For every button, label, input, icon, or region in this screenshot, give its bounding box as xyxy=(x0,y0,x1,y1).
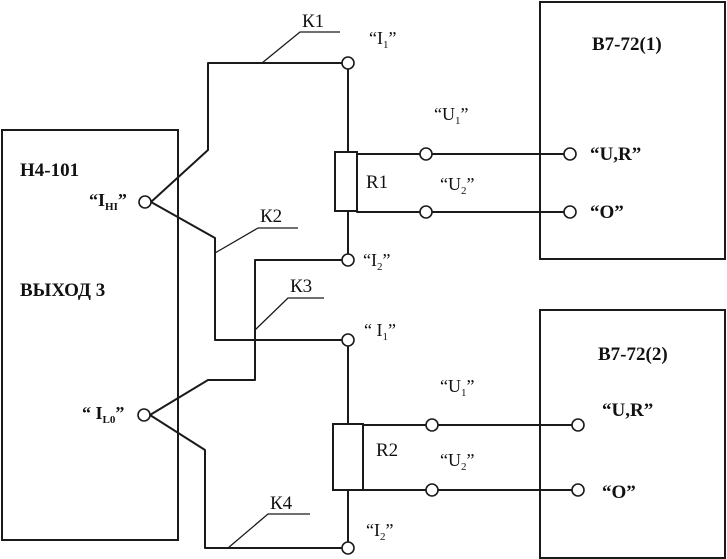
cable-k3-label: К3 xyxy=(290,276,312,297)
bottom-u1-label: “U1” xyxy=(440,376,475,399)
terminal-meter2-ur xyxy=(571,418,585,432)
terminal-top-i2 xyxy=(341,253,355,267)
leader-k3 xyxy=(254,297,324,331)
source-lo-label: “ IL0” xyxy=(82,403,124,426)
terminal-top-u1 xyxy=(419,147,433,161)
top-u2-label: “U2” xyxy=(440,174,475,197)
bottom-u2-label: “U2” xyxy=(440,450,475,473)
meter1-box xyxy=(539,1,726,260)
leader-k2 xyxy=(214,227,298,254)
terminal-source-lo xyxy=(137,408,151,422)
terminal-meter2-o xyxy=(571,483,585,497)
terminal-meter1-o xyxy=(563,205,577,219)
wire-hi-to-bottom-i1 xyxy=(150,201,345,341)
terminal-bottom-i1 xyxy=(341,333,355,347)
meter2-o-label: “O” xyxy=(602,482,636,503)
resistor-r2-label: R2 xyxy=(376,440,398,461)
top-u1-label: “U1” xyxy=(434,104,469,127)
bottom-i1-label: “ I1” xyxy=(364,320,396,343)
source-hi-label: “IHI” xyxy=(89,190,127,213)
terminal-meter1-ur xyxy=(563,147,577,161)
meter2-title: В7-72(2) xyxy=(598,344,668,365)
cable-k2-label: К2 xyxy=(260,206,282,227)
wire-lo-to-top-i2 xyxy=(149,259,345,416)
meter2-box xyxy=(539,309,726,559)
terminal-top-u2 xyxy=(419,205,433,219)
cable-k1-label: К1 xyxy=(302,11,324,32)
resistor-r1 xyxy=(334,151,358,212)
bottom-i2-label: “I2” xyxy=(366,520,394,543)
meter1-ur-label: “U,R” xyxy=(590,144,641,165)
wire-lo-to-bottom-i2 xyxy=(149,414,345,549)
meter2-ur-label: “U,R” xyxy=(602,400,653,421)
terminal-bottom-i2 xyxy=(341,541,355,555)
wire-hi-to-top-i1 xyxy=(150,62,345,203)
source-model-label: Н4-101 xyxy=(20,160,79,181)
resistor-r1-label: R1 xyxy=(366,172,388,193)
meter1-title: В7-72(1) xyxy=(592,34,662,55)
terminal-top-i1 xyxy=(341,56,355,70)
resistor-r2 xyxy=(332,423,364,491)
source-box xyxy=(1,129,179,541)
terminal-source-hi xyxy=(138,195,152,209)
leader-k1 xyxy=(261,31,340,64)
leader-k4 xyxy=(227,513,310,549)
meter1-o-label: “O” xyxy=(590,202,624,223)
top-i2-label: “I2” xyxy=(363,250,391,273)
source-output-label: ВЫХОД 3 xyxy=(20,280,105,301)
cable-k4-label: К4 xyxy=(270,493,293,514)
top-i1-label: “I1” xyxy=(369,28,397,51)
terminal-bottom-u1 xyxy=(425,418,439,432)
terminal-bottom-u2 xyxy=(425,483,439,497)
